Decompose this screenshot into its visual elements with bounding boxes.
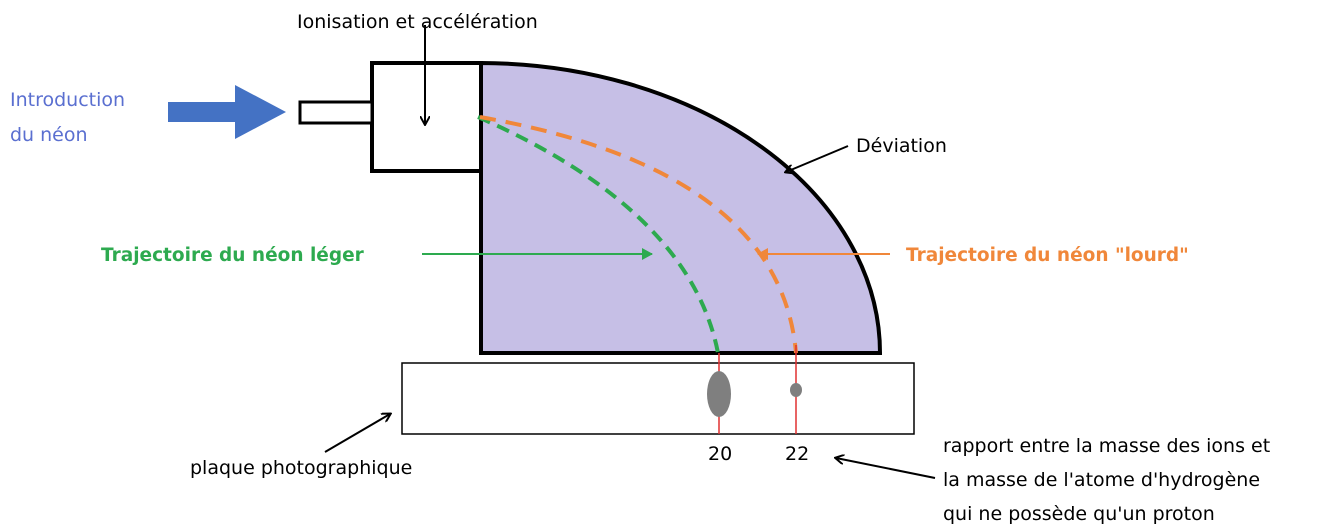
introduction-arrow-icon [168, 85, 286, 139]
deviation-arrow-icon [786, 145, 849, 172]
intro-label-line1: Introduction [10, 89, 125, 111]
heavy-neon-trajectory [479, 115, 798, 354]
ratio-arrow-icon [836, 458, 936, 479]
light-impact-spot [707, 371, 731, 417]
light-mass-marker: 20 [708, 443, 732, 465]
ionisation-label: Ionisation et accélération [297, 11, 538, 33]
ratio-label-line3: qui ne possède qu'un proton [943, 503, 1215, 525]
light-neon-trajectory [477, 115, 720, 354]
intro-label-line2: du néon [10, 124, 88, 146]
plate-arrow-icon [324, 414, 390, 453]
inlet-tube [298, 100, 374, 125]
light-trajectory-label: Trajectoire du néon léger [101, 245, 365, 266]
plate-label: plaque photographique [190, 457, 412, 479]
ratio-label-line1: rapport entre la masse des ions et [943, 435, 1270, 457]
heavy-impact-spot [790, 383, 802, 397]
ratio-label-line2: la masse de l'atome d'hydrogène [943, 469, 1260, 491]
ionisation-box [370, 61, 483, 173]
photographic-plate [401, 362, 915, 435]
deviation-label: Déviation [856, 135, 947, 157]
deviation-chamber [479, 60, 883, 355]
heavy-trajectory-label: Trajectoire du néon "lourd" [906, 245, 1189, 266]
heavy-mass-marker: 22 [785, 443, 809, 465]
